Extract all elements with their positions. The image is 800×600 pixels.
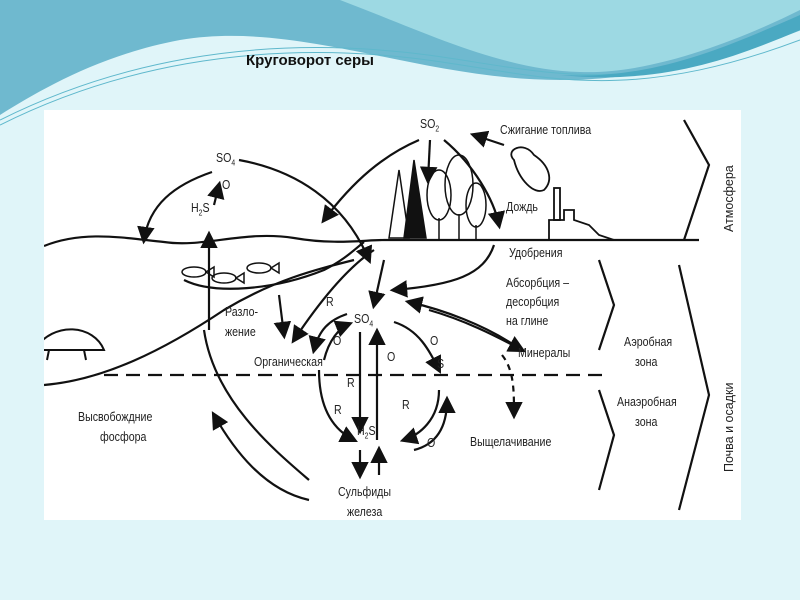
factory-icon [510, 146, 615, 241]
turtle-icon [44, 328, 106, 361]
absorption-label-2: десорбция [506, 295, 560, 309]
organic-label: Органическая [254, 355, 323, 369]
decomposition-label-2: жение [225, 325, 256, 339]
fish-icon [181, 261, 280, 285]
ground-line [44, 234, 699, 248]
oxidation-label: O [427, 436, 436, 450]
forest-icon [388, 154, 487, 240]
anaerobic-zone-label-1: Анаэробная [617, 395, 677, 409]
oxidation-label: O [387, 350, 396, 364]
reduction-label: R [402, 398, 410, 412]
absorption-label-3: на глине [506, 314, 549, 328]
aerobic-zone-label-1: Аэробная [624, 335, 673, 349]
anaerobic-zone-label-2: зона [635, 415, 658, 429]
so2-atmosphere-label: SO2 [420, 117, 440, 134]
so4-soil-label: SO4 [354, 312, 374, 329]
diagram-drawing [44, 119, 711, 511]
iron-sulfides-label-1: Сульфиды [338, 485, 392, 499]
fish-arc [183, 241, 365, 290]
sulfur-cycle-diagram: SO2 Сжигание топлива SO4 O H2S Дождь Атм… [44, 110, 741, 520]
lake-bottom [44, 258, 355, 387]
atmosphere-label: Атмосфера [722, 165, 736, 232]
reduction-label: R [347, 376, 355, 390]
leaching-label: Выщелачивание [470, 435, 552, 449]
h2s-soil-label: H2S [357, 424, 376, 441]
phosphorus-release-label-2: фосфора [100, 430, 147, 444]
aerobic-zone-label-2: зона [635, 355, 658, 369]
rain-label: Дождь [506, 200, 538, 214]
oxidation-label: O [430, 334, 439, 348]
oxidation-label: O [222, 178, 231, 192]
so4-atmosphere-label: SO4 [216, 151, 236, 168]
minerals-label: Минералы [518, 346, 571, 360]
sulfur-label: S [437, 357, 445, 371]
slide-title: Круговорот серы [246, 52, 374, 69]
absorption-label-1: Абсорбция – [506, 276, 570, 290]
fuel-burning-label: Сжигание топлива [500, 123, 592, 137]
phosphorus-release-label-1: Высвобождние [78, 410, 153, 424]
decomposition-label-1: Разло- [225, 305, 259, 319]
oxidation-label: O [333, 334, 342, 348]
iron-sulfides-label-2: железа [347, 505, 383, 519]
soil-sediments-label: Почва и осадки [722, 382, 736, 472]
reduction-label: R [334, 403, 342, 417]
reduction-label: R [326, 295, 334, 309]
h2s-atmosphere-label: H2S [191, 201, 210, 218]
fertilizers-label: Удобрения [509, 246, 563, 260]
